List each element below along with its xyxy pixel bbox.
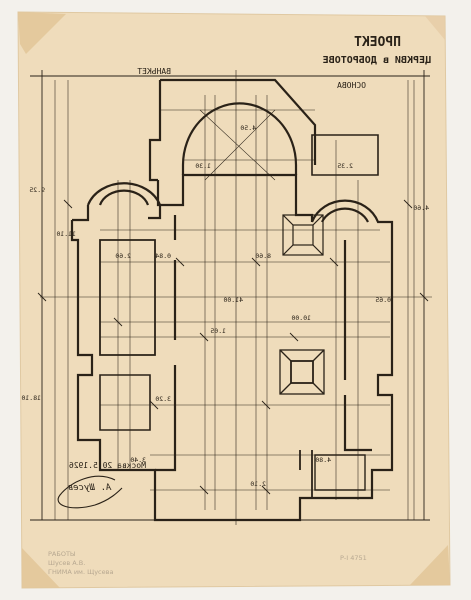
dim-chapel-width: 2.35 (337, 162, 353, 170)
dim-wall-thickness: 0.84 (155, 252, 171, 260)
dim-aisle-width: 2.60 (115, 252, 131, 260)
tape-corner-bottom-right (410, 545, 450, 585)
dim-small-span: 1.30 (195, 162, 211, 170)
dim-left-wing: 11.10 (56, 230, 76, 238)
dim-right-height: 4.60 (413, 204, 429, 212)
archive-note-2: Шусев А.В. (48, 559, 85, 567)
label-osnova: ОСНОВА (337, 81, 366, 90)
title-block: ПРОЕКТ ЦЕРКВИ в ДОБРОТОВЕ ОСНОВА ВАНЬКЕТ (137, 35, 431, 90)
archive-note-3: ГНИМА им. Щусева (48, 568, 113, 576)
dim-nave-width: 8.60 (255, 252, 271, 260)
dimension-ticks (37, 199, 429, 495)
dim-porch-width: 4.80 (315, 456, 331, 464)
dome-east (282, 214, 324, 256)
signature-name: А. Шусев (68, 483, 112, 493)
dome-symbols (279, 214, 325, 395)
tape-corner-top-left (18, 12, 66, 54)
signature-date: Москва 20.5.1926 (69, 461, 146, 470)
archive-notes: РАБОТЫ Шусев А.В. ГНИМА им. Щусева Р-I 4… (48, 550, 367, 576)
frame-lines (30, 70, 432, 525)
dimension-labels: 41.00 11.10 10.00 4.50 8.60 2.60 0.84 1.… (21, 124, 429, 488)
archive-number: Р-I 4751 (340, 554, 367, 562)
dim-porch-depth: 3.40 (130, 456, 146, 464)
dim-apse-radius: 4.50 (240, 124, 256, 132)
dim-far: 18.10 (21, 394, 41, 402)
dim-total-width: 41.00 (223, 296, 243, 304)
archive-note-1: РАБОТЫ (48, 550, 76, 558)
dim-bay-spacing: 3.20 (155, 395, 171, 403)
signature-block: Москва 20.5.1926 А. Шусев (68, 461, 146, 493)
dim-lower-bay: 2.10 (250, 480, 266, 488)
dimension-lines (54, 80, 415, 520)
dim-axis-mark: 0.65 (375, 296, 391, 304)
signature-flourish (57, 475, 123, 509)
label-top-left: ВАНЬКЕТ (137, 67, 171, 76)
right-chapel-apse (310, 199, 394, 255)
apse-outer-wall (160, 78, 317, 165)
dim-pier-size: 1.05 (210, 327, 226, 335)
plan-walls (70, 78, 394, 522)
tape-corner-top-right (425, 16, 445, 40)
dim-center-length: 10.00 (291, 314, 311, 322)
title-line-1: ПРОЕКТ (354, 35, 401, 50)
title-line-2: ЦЕРКВИ в ДОБРОТОВЕ (323, 55, 431, 66)
dome-central (279, 349, 325, 395)
apse-arc (181, 102, 298, 166)
tape-corner-bottom-left (22, 548, 60, 588)
dim-side-height: 9.25 (29, 186, 45, 194)
